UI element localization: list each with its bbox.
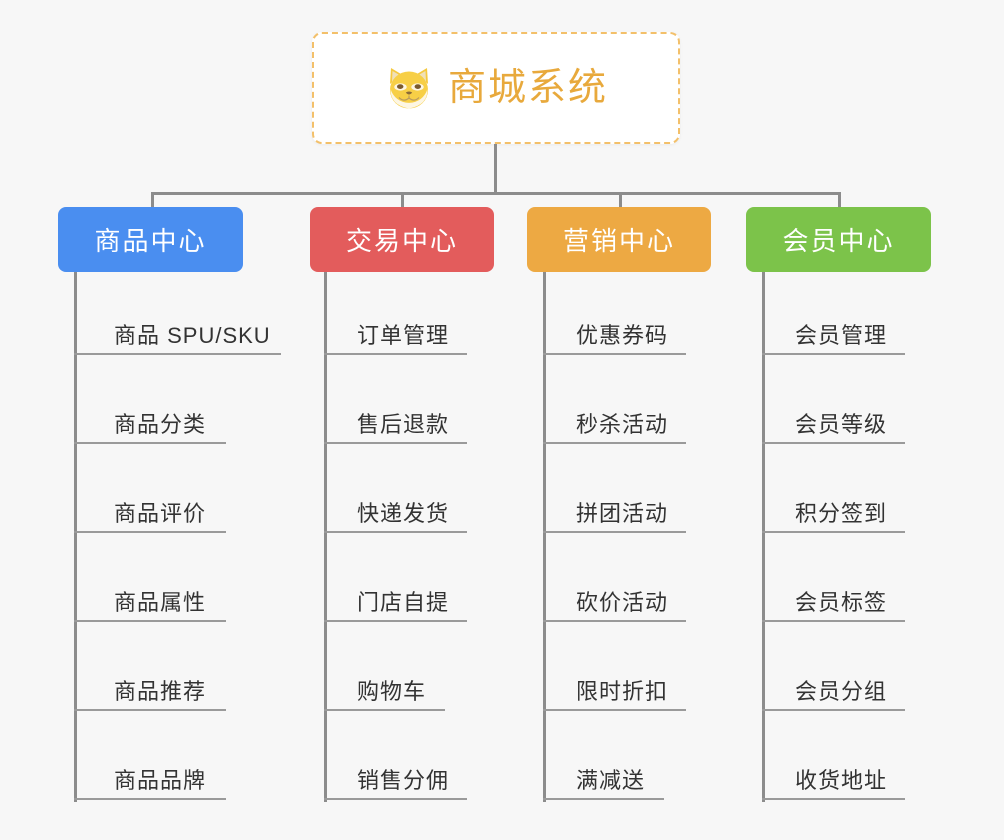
shiba-dog-icon — [389, 68, 428, 109]
leaf-label: 秒杀活动 — [576, 412, 669, 437]
connector-drop-1 — [151, 192, 154, 210]
leaf-label: 门店自提 — [357, 590, 450, 615]
connector-drop-2 — [401, 192, 404, 210]
leaf-label: 销售分佣 — [357, 768, 450, 793]
leaf-label: 订单管理 — [357, 323, 450, 348]
leaf-underline — [543, 442, 686, 444]
leaf-label: 拼团活动 — [576, 501, 669, 526]
category-box-4[interactable]: 会员中心 — [746, 207, 931, 272]
branch-spine-3 — [543, 272, 546, 802]
leaf-underline — [74, 442, 226, 444]
leaf-label: 商品品牌 — [114, 768, 207, 793]
leaf-label: 商品属性 — [114, 590, 207, 615]
leaf-label: 优惠券码 — [576, 323, 669, 348]
leaf-label: 会员管理 — [795, 323, 888, 348]
leaf-underline — [762, 531, 905, 533]
leaf-underline — [543, 709, 686, 711]
leaf-underline — [762, 442, 905, 444]
leaf-underline — [543, 531, 686, 533]
leaf-label: 商品评价 — [114, 501, 207, 526]
leaf-label: 限时折扣 — [576, 679, 669, 704]
branch-spine-4 — [762, 272, 765, 802]
leaf-underline — [762, 709, 905, 711]
leaf-label: 收货地址 — [795, 768, 888, 793]
leaf-label: 快递发货 — [357, 501, 450, 526]
leaf-underline — [74, 798, 226, 800]
root-node[interactable]: 商城系统 — [312, 32, 680, 144]
leaf-underline — [324, 353, 467, 355]
connector-root-stem — [494, 144, 497, 193]
leaf-label: 会员标签 — [795, 590, 888, 615]
leaf-label: 购物车 — [357, 679, 427, 704]
category-label: 营销中心 — [562, 226, 675, 256]
leaf-label: 会员分组 — [795, 679, 888, 704]
connector-horizontal-bar — [151, 192, 841, 195]
leaf-label: 满减送 — [576, 768, 646, 793]
leaf-label: 积分签到 — [795, 501, 888, 526]
category-label: 商品中心 — [94, 226, 207, 256]
branch-column-2: 交易中心订单管理售后退款快递发货门店自提购物车销售分佣 — [310, 207, 494, 804]
connector-drop-4 — [838, 192, 841, 210]
branch-column-1: 商品中心商品 SPU/SKU 商品分类商品评价商品属性商品推荐商品品牌 — [58, 207, 281, 804]
leaf-underline — [74, 620, 226, 622]
category-box-1[interactable]: 商品中心 — [58, 207, 243, 272]
leaf-underline — [74, 709, 226, 711]
leaf-underline — [74, 353, 281, 355]
leaf-underline — [74, 531, 226, 533]
leaf-underline — [543, 620, 686, 622]
leaf-underline — [324, 442, 467, 444]
branch-spine-1 — [74, 272, 77, 802]
connector-drop-3 — [619, 192, 622, 210]
leaf-label: 商品 SPU/SKU — [114, 323, 271, 348]
leaf-underline — [762, 353, 905, 355]
branch-spine-2 — [324, 272, 327, 802]
leaf-underline — [762, 620, 905, 622]
leaf-underline — [324, 709, 445, 711]
leaf-label: 售后退款 — [357, 412, 450, 437]
root-title: 商城系统 — [447, 67, 608, 109]
category-box-3[interactable]: 营销中心 — [527, 207, 711, 272]
category-label: 交易中心 — [345, 226, 458, 256]
leaf-underline — [762, 798, 905, 800]
branch-column-3: 营销中心优惠券码秒杀活动拼团活动砍价活动限时折扣满减送 — [527, 207, 711, 804]
leaf-underline — [324, 531, 467, 533]
category-label: 会员中心 — [782, 226, 895, 256]
leaf-underline — [324, 620, 467, 622]
leaf-underline — [543, 798, 664, 800]
leaf-label: 商品推荐 — [114, 679, 207, 704]
branch-column-4: 会员中心会员管理会员等级积分签到会员标签会员分组收货地址 — [746, 207, 931, 804]
leaf-label: 砍价活动 — [576, 590, 669, 615]
leaf-label: 商品分类 — [114, 412, 207, 437]
category-box-2[interactable]: 交易中心 — [310, 207, 494, 272]
leaf-underline — [324, 798, 467, 800]
leaf-label: 会员等级 — [795, 412, 888, 437]
leaf-underline — [543, 353, 686, 355]
